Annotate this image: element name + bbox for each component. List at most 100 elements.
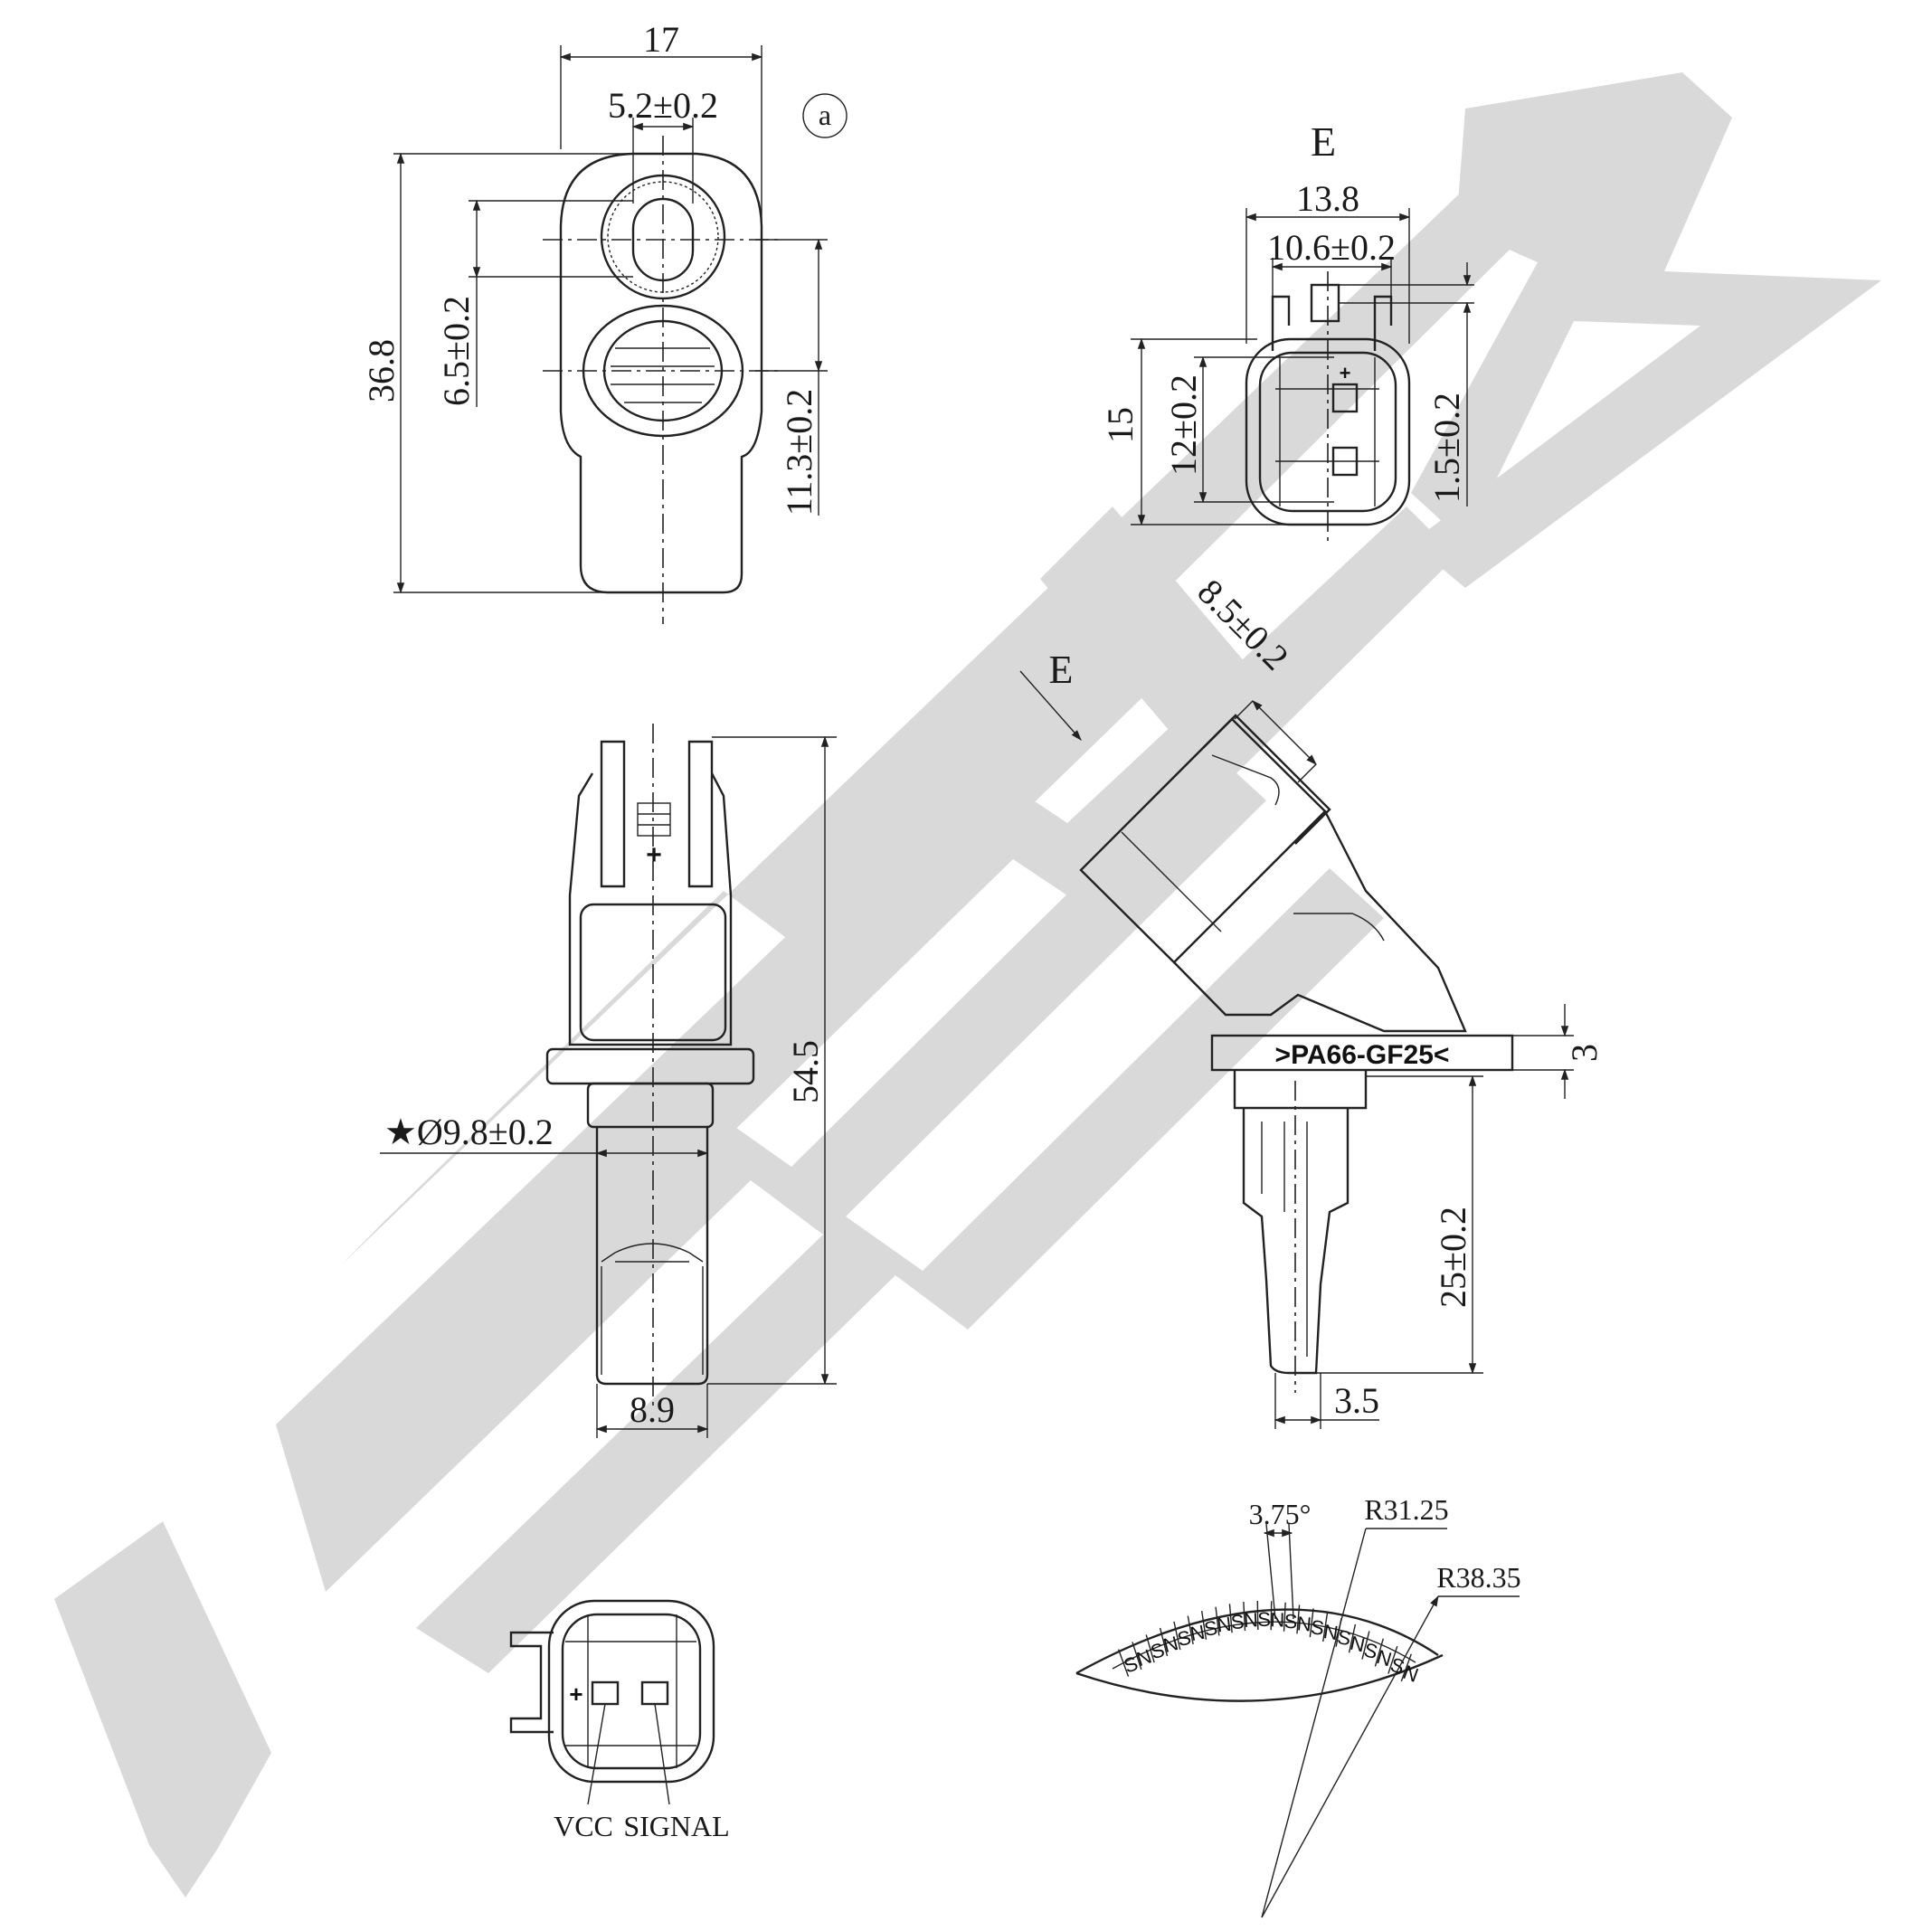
- dim-width: 17: [643, 19, 679, 60]
- pin-label-vcc: VCC: [554, 1810, 613, 1842]
- pole-label: S: [1283, 1610, 1298, 1633]
- dim-length: 54.5: [785, 1040, 826, 1103]
- dim-offset: 11.3±0.2: [779, 389, 819, 516]
- view-title-e: E: [1311, 118, 1336, 165]
- clip-right: [1373, 295, 1393, 351]
- connector-inner: [561, 1613, 702, 1770]
- pole-label: S: [1230, 1610, 1245, 1633]
- pole-label: N: [1348, 1632, 1367, 1657]
- view-arrow-e: E: [1049, 648, 1074, 692]
- dim-ring: 6.5±0.2: [436, 296, 477, 406]
- view-marker-circle: [802, 93, 848, 138]
- dim-outer: 13.8: [1296, 178, 1359, 219]
- pole-divider: [1215, 1606, 1220, 1636]
- pole-divider: [1270, 1601, 1273, 1631]
- dim-diameter: ★Ø9.8±0.2: [384, 1112, 554, 1152]
- pole-label: N: [1374, 1645, 1394, 1671]
- pole-label: S: [1310, 1615, 1325, 1640]
- dim-height-e: 15: [1100, 407, 1141, 443]
- svg-text:+: +: [646, 840, 662, 870]
- pole-divider: [1243, 1602, 1246, 1632]
- side-view: + 54.5 ★Ø9.8±0.2 8.9: [380, 724, 837, 1438]
- pin-signal-face: [640, 1680, 669, 1706]
- side-probe: [595, 1127, 709, 1386]
- connector-outer: [547, 1599, 715, 1784]
- dim-tip-offset: 3.5: [1334, 1380, 1379, 1421]
- angled-flange: [1210, 1034, 1514, 1072]
- watermark-logo: [54, 72, 1881, 1898]
- label-box: [637, 802, 671, 837]
- top-view-a: 17 5.2±0.2 a 36.8 6.5±0.2 11.3±0.2: [361, 19, 848, 624]
- dim-pin: 1.5±0.2: [1426, 393, 1467, 503]
- dim-height: 36.8: [361, 339, 402, 402]
- end-view-e: E + 13.8 10.6±0.2 15 12±0.2: [1100, 118, 1474, 543]
- pole-label: S: [1175, 1626, 1193, 1652]
- pole-label: N: [1322, 1620, 1340, 1644]
- pole-divider: [1400, 1653, 1412, 1682]
- view-marker-a: a: [819, 99, 831, 131]
- pole-label: S: [1257, 1608, 1271, 1631]
- side-clip-left: [600, 740, 626, 888]
- pole-divider: [1132, 1642, 1142, 1671]
- svg-text:+: +: [1340, 362, 1351, 384]
- pin-label-signal: SIGNAL: [623, 1810, 729, 1842]
- side-clip-right: [687, 740, 714, 888]
- pole-divider: [1228, 1604, 1233, 1633]
- angled-housing: [1173, 810, 1467, 1033]
- pole-divider: [1387, 1645, 1398, 1674]
- pole-label: N: [1216, 1613, 1233, 1637]
- pole-divider: [1173, 1621, 1181, 1651]
- pin-signal: [1331, 446, 1359, 477]
- view-direction-arrow: [1019, 670, 1082, 741]
- sensor-head-outline: [559, 152, 763, 594]
- angled-face-detail: [1211, 754, 1280, 806]
- pole-divider: [1283, 1602, 1286, 1632]
- pole-divider: [1361, 1631, 1370, 1660]
- pole-label: N: [1296, 1612, 1312, 1635]
- material-code: >PA66-GF25<: [1275, 1040, 1450, 1070]
- angled-neck: [1233, 1070, 1368, 1110]
- angled-probe: [1242, 1108, 1350, 1375]
- dim-pin-span: 12±0.2: [1163, 374, 1204, 476]
- side-neck: [586, 1082, 715, 1129]
- dim-r-outer: R38.35: [1436, 1561, 1520, 1594]
- pole-label: N: [1243, 1608, 1258, 1632]
- clip-left: [1271, 295, 1291, 351]
- svg-text:+: +: [569, 1680, 582, 1708]
- pin-plus: [1331, 383, 1359, 413]
- dim-inner: 10.6±0.2: [1267, 227, 1396, 268]
- pole-divider: [1187, 1615, 1194, 1645]
- pole-divider: [1200, 1611, 1208, 1640]
- connector-face-view: + VCC SIGNAL: [509, 1599, 730, 1842]
- pole-label: N: [1270, 1608, 1284, 1631]
- pole-divider: [1296, 1604, 1301, 1634]
- pole-divider: [1348, 1623, 1357, 1653]
- pole-label: N: [1189, 1621, 1207, 1645]
- pole-divider: [1117, 1649, 1130, 1677]
- pole-divider: [1256, 1601, 1259, 1631]
- pole-divider: [1322, 1613, 1329, 1642]
- side-connector-body: [568, 772, 733, 1046]
- pole-label: N: [1133, 1644, 1154, 1671]
- pole-label: S: [1361, 1638, 1379, 1663]
- pole-divider: [1374, 1638, 1385, 1667]
- pole-divider: [1159, 1627, 1169, 1657]
- pole-label: N: [1161, 1632, 1181, 1657]
- dim-tip-width: 8.9: [630, 1389, 675, 1430]
- gear-ring-teeth: [607, 181, 719, 293]
- pole-label: S: [1203, 1616, 1219, 1641]
- pole-label: S: [1336, 1625, 1353, 1650]
- dim-depth: 25±0.2: [1433, 1207, 1473, 1308]
- dim-center: 5.2±0.2: [608, 85, 718, 126]
- pole-label: S: [1148, 1638, 1167, 1663]
- dim-r-inner: R31.25: [1364, 1493, 1448, 1526]
- connector-latch: [509, 1631, 554, 1734]
- pole-divider: [1145, 1634, 1155, 1663]
- dim-flange: 3: [1564, 1044, 1605, 1062]
- dim-pitch: 3.75°: [1249, 1498, 1312, 1530]
- pin-vcc: [591, 1680, 620, 1706]
- pole-divider: [1309, 1608, 1314, 1638]
